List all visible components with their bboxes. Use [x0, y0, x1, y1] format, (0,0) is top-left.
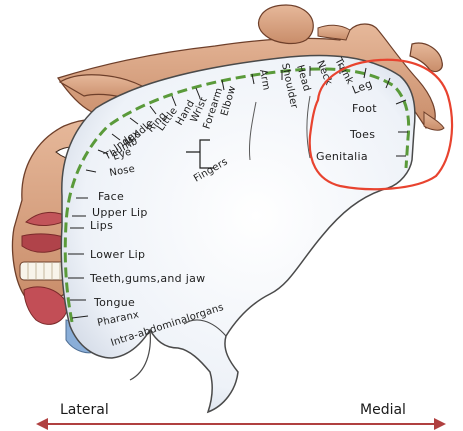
label-toes: Toes [349, 128, 375, 141]
label-lips: Lips [90, 219, 113, 232]
label-upper-lip: Upper Lip [92, 206, 148, 219]
cortex-outline [60, 54, 416, 414]
label-nose: Nose [109, 164, 136, 179]
label-lower-lip: Lower Lip [90, 248, 145, 261]
cortex-boundary [63, 67, 411, 323]
label-arm: Arm [257, 69, 272, 92]
medial-label: Medial [360, 402, 406, 418]
highlight-circle [308, 58, 454, 191]
lateral-label: Lateral [60, 402, 109, 418]
label-genitalia: Genitalia [316, 150, 368, 163]
cortex-section [60, 54, 416, 414]
fingers-bracket [186, 139, 214, 169]
label-teeth-gums-jaw: Teeth,gums,and jaw [89, 272, 205, 285]
label-face: Face [98, 190, 124, 203]
label-foot: Foot [352, 102, 377, 115]
lateral-medial-axis: Lateral Medial [36, 402, 446, 430]
label-tongue: Tongue [93, 296, 135, 309]
